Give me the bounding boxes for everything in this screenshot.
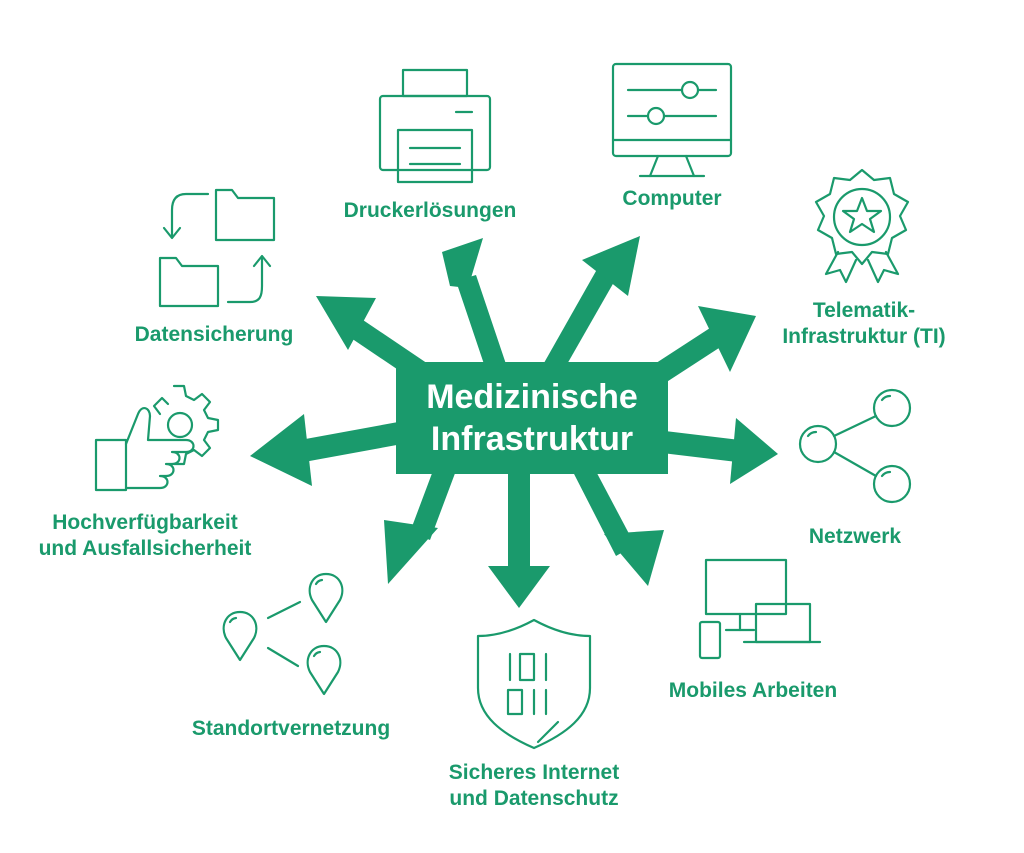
arrow-head-datensich (316, 296, 376, 350)
label-datensicherung: Datensicherung (134, 323, 294, 346)
arrow-head-netzwerk (730, 418, 778, 484)
arrow-head-sicheres (488, 566, 550, 608)
folders-sync-icon (158, 188, 276, 308)
devices-icon (698, 558, 822, 660)
arrow-sicheres (508, 460, 530, 572)
label-mobiles-arbeiten: Mobiles Arbeiten (668, 679, 838, 702)
monitor-settings-icon (611, 62, 733, 178)
arrow-mobiles (572, 460, 635, 556)
label-hochverfuegbarkeit: Hochverfügbarkeit und Ausfallsicherheit (10, 510, 280, 562)
arrow-head-druckerloesungen (442, 238, 483, 288)
arrow-head-computer (582, 236, 640, 296)
printer-icon (378, 68, 492, 184)
arrow-druckerloesungen (456, 275, 508, 376)
label-standortvernetzung: Standortvernetzung (191, 717, 391, 740)
location-pins-icon (222, 572, 344, 696)
label-telematik-line2: Infrastruktur (TI) (782, 325, 946, 348)
label-sicheres-line1: Sicheres Internet (448, 761, 620, 784)
arrow-head-hochverf (250, 414, 312, 486)
label-druckerloesungen: Druckerlösungen (343, 199, 517, 222)
arrow-head-mobiles (604, 530, 664, 586)
label-hochverf-line2: und Ausfallsicherheit (38, 537, 252, 560)
hub-title-line2: Infrastruktur (430, 420, 634, 458)
hub-title-line1: Medizinische (426, 378, 638, 416)
award-badge-icon (814, 168, 910, 284)
arrow-hochverf (300, 418, 424, 462)
label-telematik-line1: Telematik- (812, 299, 916, 322)
network-nodes-icon (798, 388, 912, 504)
label-netzwerk: Netzwerk (808, 525, 902, 548)
arrow-head-telematik (698, 306, 756, 372)
label-hochverf-line1: Hochverfügbarkeit (52, 511, 238, 534)
hub-box (396, 362, 668, 474)
arrow-head-standort (384, 520, 438, 584)
label-telematik: Telematik- Infrastruktur (TI) (764, 298, 964, 350)
thumbs-up-gear-icon (94, 384, 220, 492)
arrow-computer (540, 264, 618, 380)
shield-binary-icon (476, 618, 592, 750)
label-sicheres-line2: und Datenschutz (449, 787, 619, 810)
label-computer: Computer (622, 187, 722, 210)
label-sicheres-internet: Sicheres Internet und Datenschutz (418, 760, 650, 812)
hub-title: Medizinische Infrastruktur (396, 362, 668, 474)
